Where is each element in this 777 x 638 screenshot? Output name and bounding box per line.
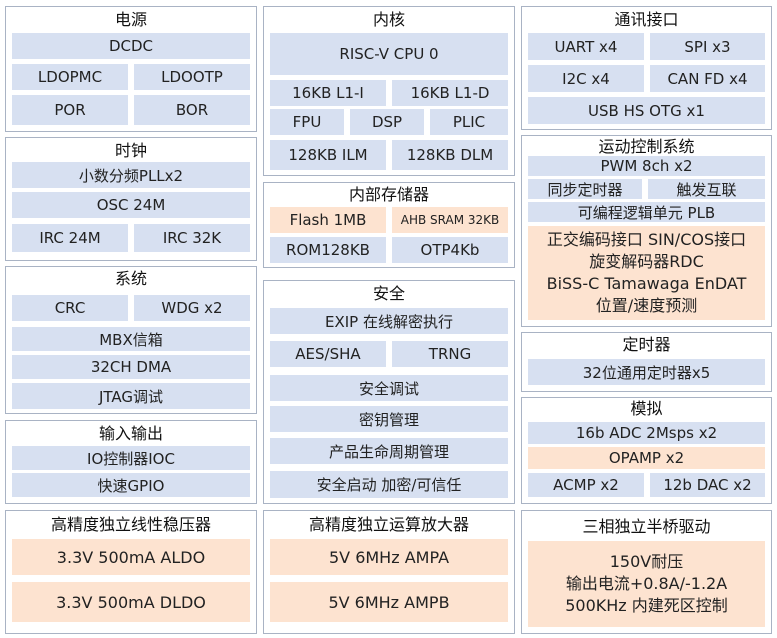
l1d-block: 16KB L1-D bbox=[392, 80, 508, 106]
core-title: 内核 bbox=[372, 10, 405, 29]
system-title: 系统 bbox=[114, 269, 147, 288]
sram-block: AHB SRAM 32KB bbox=[392, 207, 508, 233]
flash-block: Flash 1MB bbox=[270, 207, 386, 233]
opamp-block: OPAMP x2 bbox=[528, 447, 765, 469]
cpu-block: RISC-V CPU 0 bbox=[270, 33, 508, 75]
exip-block: EXIP 在线解密执行 bbox=[270, 308, 508, 334]
bridge-title: 三相独立半桥驱动 bbox=[582, 517, 711, 536]
ldopmc-block: LDOPMC bbox=[12, 64, 128, 90]
mbx-block: MBX信箱 bbox=[12, 327, 250, 351]
gpt-block: 32位通用定时器x5 bbox=[528, 359, 765, 385]
comm-panel: 通讯接口 UART x4 SPI x3 I2C x4 CAN FD x4 USB… bbox=[521, 6, 772, 130]
l1i-block: 16KB L1-I bbox=[270, 80, 386, 106]
jtag-block: JTAG调试 bbox=[12, 383, 250, 409]
rom-block: ROM128KB bbox=[270, 237, 386, 263]
usb-block: USB HS OTG x1 bbox=[528, 97, 765, 124]
security-title: 安全 bbox=[372, 284, 405, 303]
motion-title: 运动控制系统 bbox=[598, 137, 695, 156]
otp-block: OTP4Kb bbox=[392, 237, 508, 263]
dcdc-block: DCDC bbox=[12, 33, 250, 59]
trng-block: TRNG bbox=[392, 341, 508, 367]
comm-title: 通讯接口 bbox=[614, 10, 679, 29]
power-panel: 电源 DCDC LDOPMC LDOOTP POR BOR bbox=[5, 6, 257, 132]
secure-debug-block: 安全调试 bbox=[270, 375, 508, 401]
dsp-block: DSP bbox=[350, 109, 424, 135]
adc-block: 16b ADC 2Msps x2 bbox=[528, 422, 765, 444]
timer-panel: 定时器 32位通用定时器x5 bbox=[521, 332, 772, 392]
io-panel: 输入输出 IO控制器IOC 快速GPIO bbox=[5, 420, 257, 504]
core-panel: 内核 RISC-V CPU 0 16KB L1-I 16KB L1-D FPU … bbox=[263, 6, 515, 176]
trigger-block: 触发互联 bbox=[648, 179, 765, 199]
dac-block: 12b DAC x2 bbox=[650, 473, 765, 497]
key-management-block: 密钥管理 bbox=[270, 406, 508, 432]
osc-block: OSC 24M bbox=[12, 192, 250, 218]
clock-panel: 时钟 小数分频PLLx2 OSC 24M IRC 24M IRC 32K bbox=[5, 137, 257, 261]
bridge-driver-block: 150V耐压 输出电流+0.8A/-1.2A 500KHz 内建死区控制 bbox=[528, 541, 765, 627]
uart-block: UART x4 bbox=[528, 33, 644, 60]
sync-timer-block: 同步定时器 bbox=[528, 179, 642, 199]
security-panel: 安全 EXIP 在线解密执行 AES/SHA TRNG 安全调试 密钥管理 产品… bbox=[263, 280, 515, 504]
wdg-block: WDG x2 bbox=[134, 295, 250, 321]
io-title: 输入输出 bbox=[98, 424, 163, 443]
ldo-panel: 高精度独立线性稳压器 3.3V 500mA ALDO 3.3V 500mA DL… bbox=[5, 510, 257, 634]
dma-block: 32CH DMA bbox=[12, 355, 250, 379]
encoder-line-2: 旋变解码器RDC bbox=[589, 252, 704, 271]
clock-title: 时钟 bbox=[114, 141, 147, 160]
spi-block: SPI x3 bbox=[650, 33, 765, 60]
encoder-line-1: 正交编码接口 SIN/COS接口 bbox=[546, 230, 747, 249]
irc32-block: IRC 32K bbox=[134, 224, 250, 252]
lifecycle-block: 产品生命周期管理 bbox=[270, 438, 508, 464]
memory-panel: 内部存储器 Flash 1MB AHB SRAM 32KB ROM128KB O… bbox=[263, 182, 515, 268]
acmp-block: ACMP x2 bbox=[528, 473, 644, 497]
ilm-block: 128KB ILM bbox=[270, 140, 386, 170]
bor-block: BOR bbox=[134, 95, 250, 125]
power-title: 电源 bbox=[114, 10, 147, 29]
analog-title: 模拟 bbox=[630, 399, 663, 418]
crc-block: CRC bbox=[12, 295, 128, 321]
irc24-block: IRC 24M bbox=[12, 224, 128, 252]
ampa-block: 5V 6MHz AMPA bbox=[270, 539, 508, 575]
bridge-panel: 三相独立半桥驱动 150V耐压 输出电流+0.8A/-1.2A 500KHz 内… bbox=[521, 510, 772, 634]
encoder-block: 正交编码接口 SIN/COS接口 旋变解码器RDC BiSS-C Tamawag… bbox=[528, 226, 765, 320]
ampb-block: 5V 6MHz AMPB bbox=[270, 582, 508, 622]
pwm-block: PWM 8ch x2 bbox=[528, 156, 765, 176]
timer-title: 定时器 bbox=[622, 335, 671, 354]
amp-title: 高精度独立运算放大器 bbox=[308, 515, 469, 534]
fpu-block: FPU bbox=[270, 109, 344, 135]
amp-panel: 高精度独立运算放大器 5V 6MHz AMPA 5V 6MHz AMPB bbox=[263, 510, 515, 634]
bridge-line-1: 150V耐压 bbox=[609, 552, 684, 571]
plic-block: PLIC bbox=[430, 109, 508, 135]
dldo-block: 3.3V 500mA DLDO bbox=[12, 582, 250, 622]
dlm-block: 128KB DLM bbox=[392, 140, 508, 170]
bridge-line-2: 输出电流+0.8A/-1.2A bbox=[565, 574, 728, 593]
encoder-line-4: 位置/速度预测 bbox=[595, 296, 698, 315]
aes-block: AES/SHA bbox=[270, 341, 386, 367]
analog-panel: 模拟 16b ADC 2Msps x2 OPAMP x2 ACMP x2 12b… bbox=[521, 397, 772, 504]
bridge-line-3: 500KHz 内建死区控制 bbox=[565, 596, 728, 615]
aldo-block: 3.3V 500mA ALDO bbox=[12, 539, 250, 575]
memory-title: 内部存储器 bbox=[348, 185, 429, 204]
can-block: CAN FD x4 bbox=[650, 65, 765, 92]
encoder-line-3: BiSS-C Tamawaga EnDAT bbox=[546, 274, 747, 293]
gpio-block: 快速GPIO bbox=[12, 473, 250, 497]
system-panel: 系统 CRC WDG x2 MBX信箱 32CH DMA JTAG调试 bbox=[5, 266, 257, 414]
motion-panel: 运动控制系统 PWM 8ch x2 同步定时器 触发互联 可编程逻辑单元 PLB… bbox=[521, 135, 772, 327]
i2c-block: I2C x4 bbox=[528, 65, 644, 92]
pll-block: 小数分频PLLx2 bbox=[12, 162, 250, 188]
plb-block: 可编程逻辑单元 PLB bbox=[528, 202, 765, 222]
secure-boot-block: 安全启动 加密/可信任 bbox=[270, 471, 508, 498]
ldo-title: 高精度独立线性稳压器 bbox=[50, 515, 211, 534]
ldootp-block: LDOOTP bbox=[134, 64, 250, 90]
ioc-block: IO控制器IOC bbox=[12, 446, 250, 470]
por-block: POR bbox=[12, 95, 128, 125]
